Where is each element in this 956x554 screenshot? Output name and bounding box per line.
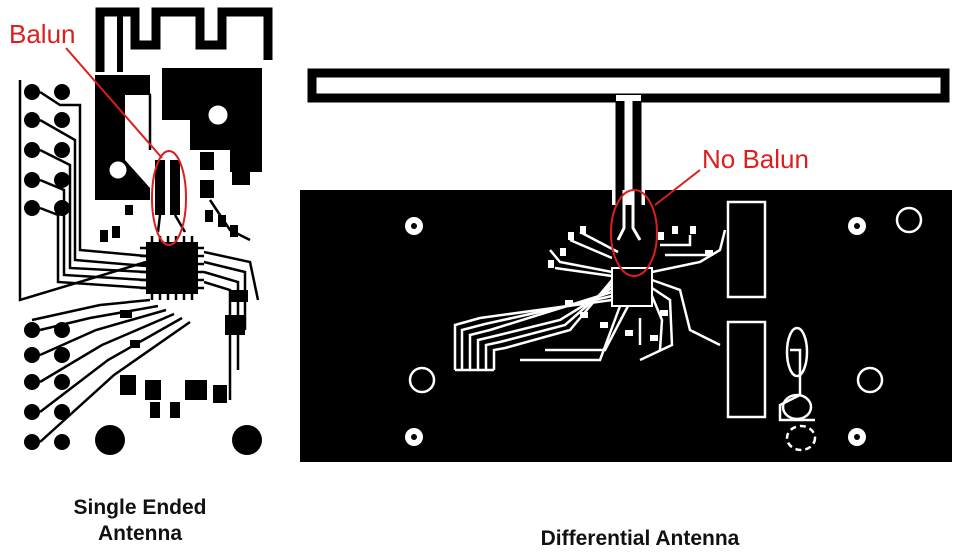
- differential-board: No Balun: [300, 68, 952, 462]
- no-balun-pointer: [654, 169, 701, 206]
- meander-antenna: [95, 7, 273, 72]
- balun-highlight: [151, 150, 187, 246]
- single-ended-caption-line1: Single Ended: [73, 496, 207, 519]
- differential-ground-pour: [300, 190, 952, 462]
- rf-chip-right: [611, 267, 653, 307]
- single-ended-board: Balun: [9, 7, 273, 455]
- single-ended-caption-line2: Antenna: [98, 522, 182, 545]
- balun-pointer: [65, 47, 163, 159]
- rf-chip-left: [146, 242, 198, 294]
- no-balun-highlight: [610, 189, 658, 277]
- balun-label: Balun: [9, 19, 76, 49]
- differential-caption: Differential Antenna: [540, 527, 740, 550]
- single-ended-caption: Single Ended Antenna: [40, 495, 240, 547]
- no-balun-label: No Balun: [702, 144, 809, 174]
- dipole-antenna: [307, 68, 950, 103]
- mounting-holes: [405, 206, 923, 446]
